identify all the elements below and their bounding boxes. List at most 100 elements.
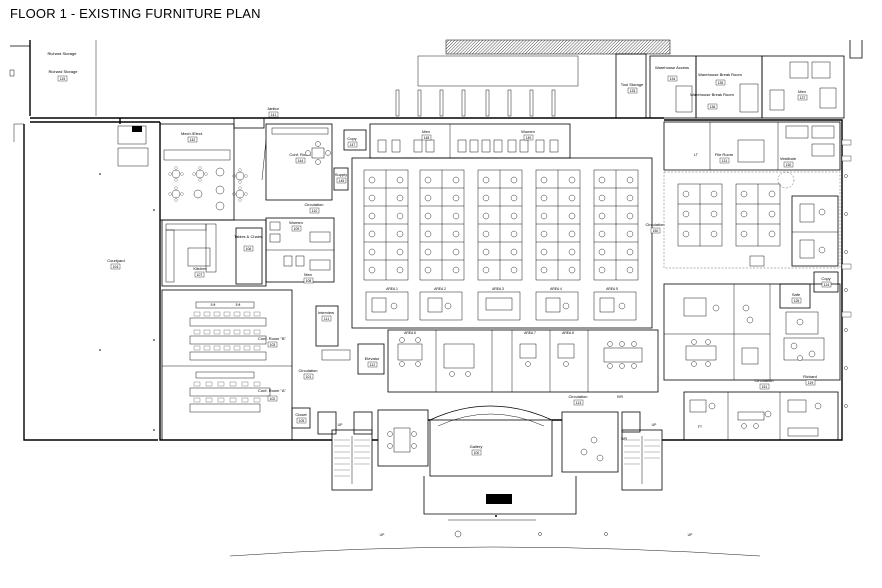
room-label: Richard Storage <box>49 69 79 74</box>
area-label: AREA 2 <box>434 287 446 291</box>
open-office <box>351 157 653 329</box>
room-number: 111 <box>324 317 329 321</box>
gallery-arc <box>429 405 553 421</box>
stair-left: UP <box>317 411 373 491</box>
room-label: Women <box>289 220 303 225</box>
misc-label: UP <box>338 423 343 427</box>
room-label: Copy <box>347 136 356 141</box>
room-number: 142 <box>190 138 196 142</box>
room-label: Courtyard <box>107 258 125 263</box>
room-number: 148 <box>424 136 430 140</box>
room-number: 151 <box>762 385 768 389</box>
room-label: Men <box>304 272 312 277</box>
lower-offices <box>387 329 659 393</box>
room-number: 147 <box>350 143 356 147</box>
room-number: 105 <box>299 419 305 423</box>
room-number: 131 <box>722 159 728 163</box>
bollards <box>395 89 556 117</box>
room-label: Warehouse Break Room <box>698 72 742 77</box>
room-number: 135 <box>718 81 724 85</box>
room-number: 101 <box>306 375 312 379</box>
room-label: Copy <box>821 276 830 281</box>
room-label: Mech./Elect. <box>181 131 203 136</box>
room-number: 109 <box>294 227 300 231</box>
room-label: Interview <box>318 310 334 315</box>
reception <box>561 411 619 473</box>
misc-label: UP <box>652 423 657 427</box>
room-number: 133 <box>630 89 636 93</box>
misc-label: R/R <box>617 395 623 399</box>
misc-label: FT <box>698 425 702 429</box>
room-label: Richard <box>803 374 817 379</box>
private-offices-row <box>365 291 637 321</box>
room-number: 130 <box>786 163 792 167</box>
room-label: Janitor <box>267 106 280 111</box>
right-offices-top <box>663 121 841 171</box>
warehouse-break-room <box>695 55 763 119</box>
room-label: Circulation <box>305 202 324 207</box>
area-label: AREA 7 <box>524 331 536 335</box>
room-number: 100 <box>474 451 480 455</box>
room-label: Closet <box>295 412 307 417</box>
right-offices-lower <box>663 283 841 381</box>
room-label: Tables & Chairs <box>234 234 262 239</box>
room-label: Circulation <box>299 368 318 373</box>
misc-label: R/R <box>621 437 627 441</box>
misc-label: LT <box>694 153 698 157</box>
room-number: 125 <box>794 299 800 303</box>
room-number: 102 <box>270 397 276 401</box>
right-private-office <box>791 195 839 267</box>
area-label: AREA 1 <box>386 287 398 291</box>
room-label: Conf. Room "B" <box>258 336 287 341</box>
room-number: 119 <box>808 381 814 385</box>
area-label: AREA 4 <box>550 287 562 291</box>
room-number: 108 <box>306 279 312 283</box>
column-grid-markers: UP UP <box>380 530 693 538</box>
area-labels: AREA 1 AREA 2 AREA 3 AREA 4 AREA 5 <box>386 287 618 291</box>
conference-bottom <box>377 409 429 467</box>
room-number: 107 <box>197 273 203 277</box>
room-number: 124 <box>824 283 830 287</box>
break-tables <box>168 166 248 211</box>
room-label: File Room <box>715 152 734 157</box>
room-number: 110 <box>312 209 318 213</box>
room-number: 113 <box>576 401 582 405</box>
room-number: 141 <box>271 113 277 117</box>
storage-block: Richard Storage Richard Storage 115 <box>9 40 97 116</box>
area-label: AREA 5 <box>606 287 618 291</box>
table-label: 5 ft <box>236 303 241 307</box>
room-label: Warehouse Break Room <box>690 92 734 97</box>
room-label: Supply <box>335 172 347 177</box>
room-label: Richard Storage <box>48 51 78 56</box>
room-label: Safe <box>792 292 801 297</box>
room-number: 104 <box>113 265 119 269</box>
room-label: Elevator <box>365 356 380 361</box>
tool-storage <box>615 53 647 119</box>
conf-b-tables <box>189 317 267 361</box>
room-number: 134 <box>670 77 676 81</box>
area-label: AREA 8 <box>562 331 574 335</box>
room-label: Tool Storage <box>621 82 644 87</box>
room-label: Conf. Room "A" <box>258 388 287 393</box>
conference-rooms-a-b <box>161 289 293 441</box>
room-label: Women <box>521 129 535 134</box>
room-label: Gallery <box>470 444 483 449</box>
room-number: 112 <box>370 363 376 367</box>
room-number: 136 <box>710 105 716 109</box>
room-label: Warehouse Access <box>655 65 689 70</box>
hatched-wall <box>445 39 671 55</box>
workstation-clusters <box>363 169 639 281</box>
room-number: 137 <box>800 96 806 100</box>
room-label: Circulation <box>755 378 774 383</box>
right-workstation-clusters <box>677 183 781 247</box>
stair-right: UP <box>621 411 663 491</box>
room-label: Circulation <box>569 394 588 399</box>
room-number: 103 <box>270 343 276 347</box>
room-label: Men <box>798 89 806 94</box>
room-label: Conf. Room <box>289 152 311 157</box>
room-number: 106 <box>246 247 252 251</box>
column-markers <box>844 174 848 408</box>
loading-area <box>417 55 579 87</box>
area-label: AREA 3 <box>492 287 504 291</box>
